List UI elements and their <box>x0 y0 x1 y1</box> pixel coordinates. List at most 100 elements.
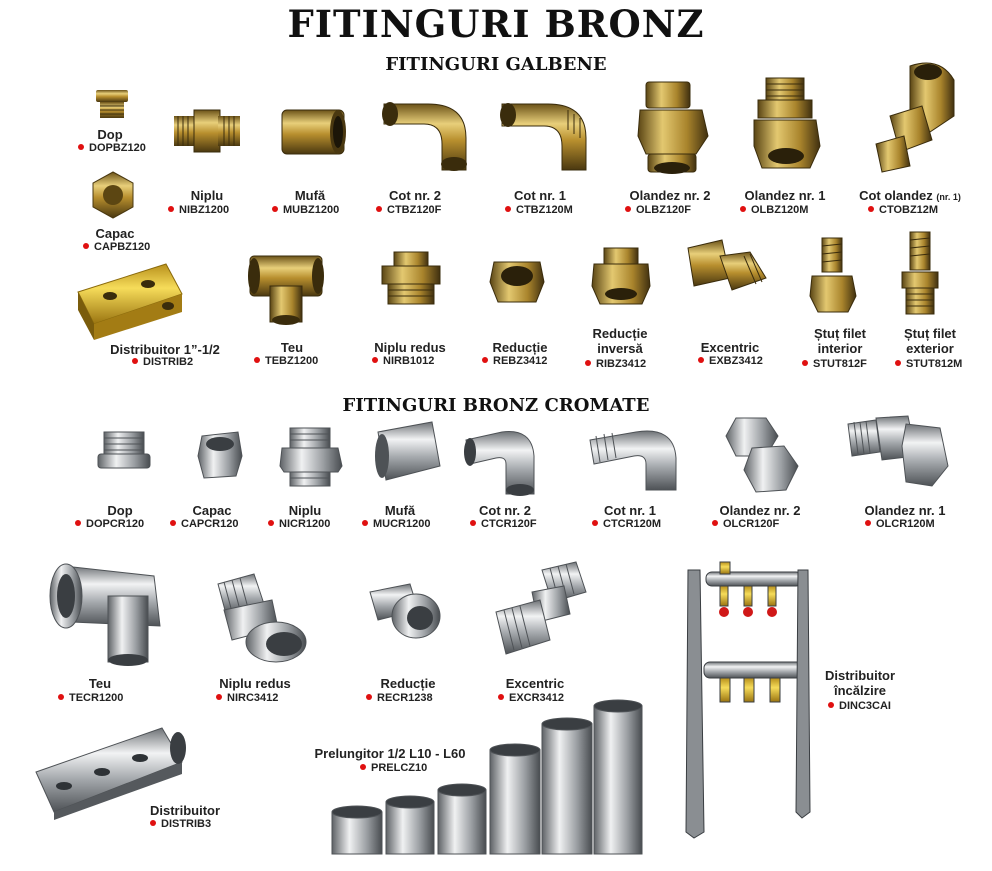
item-name-excentric-chrome: Excentric <box>505 676 565 691</box>
niplu-redus-brass-image <box>381 251 441 305</box>
niplu-chrome-image <box>279 427 343 487</box>
item-code-reductie-yellow: REBZ3412 <box>482 355 547 367</box>
item-code-dop-yellow: DOPBZ120 <box>78 142 146 154</box>
item-name-niplu-yellow: Niplu <box>190 188 224 203</box>
item-code-distribuitor-yellow: DISTRIB2 <box>132 356 193 368</box>
item-name-olandez2-yellow: Olandez nr. 2 <box>629 188 711 203</box>
distribuitor-brass-image <box>77 263 183 340</box>
item-code-capac-chrome: CAPCR120 <box>170 518 238 530</box>
item-name-dop-chrome: Dop <box>107 503 133 518</box>
item-code-niplu-chrome: NICR1200 <box>268 518 330 530</box>
item-code-olandez1-yellow: OLBZ120M <box>740 204 808 216</box>
item-name-teu-chrome: Teu <box>88 676 112 691</box>
section-title-yellow: FITINGURI GALBENE <box>385 54 607 75</box>
item-code-cot-olandez-yellow: CTOBZ12M <box>868 204 938 216</box>
item-name-reductie-yellow: Reducție <box>492 340 548 355</box>
dop-brass-image <box>96 90 128 118</box>
item-name-cot-olandez-yellow: Cot olandez (nr. 1) <box>859 188 961 203</box>
cot1-brass-image <box>500 103 587 171</box>
item-code-cot2-chrome: CTCR120F <box>470 518 537 530</box>
olandez2-chrome-image <box>725 417 799 493</box>
mufa-brass-image <box>281 109 346 155</box>
item-name-distribuitor-chrome: Distribuitor <box>149 803 221 818</box>
excentric-chrome-image <box>495 561 587 655</box>
reductie-inversa-brass-image <box>591 247 651 305</box>
item-code-excentric-chrome: EXCR3412 <box>498 692 564 704</box>
item-name-prelungitor-chrome: Prelungitor 1/2 L10 - L60 <box>314 746 466 761</box>
item-code-stut-exterior-yellow: STUT812M <box>895 358 962 370</box>
teu-chrome-image <box>49 563 161 666</box>
item-code-niplu-redus-chrome: NIRC3412 <box>216 692 278 704</box>
distribuitor-incalzire-image <box>685 561 811 839</box>
item-code-prelungitor-chrome: PRELCZ10 <box>360 762 427 774</box>
item-code-cot1-chrome: CTCR120M <box>592 518 661 530</box>
item-name-cot2-yellow: Cot nr. 2 <box>388 188 441 203</box>
item-code-mufa-chrome: MUCR1200 <box>362 518 430 530</box>
niplu-brass-image <box>174 109 240 153</box>
item-name-reductie-chrome: Reducție <box>380 676 436 691</box>
dop-chrome-image <box>97 431 151 469</box>
item-name-niplu-redus-chrome: Niplu redus <box>219 676 291 691</box>
cot-olandez-brass-image <box>875 62 955 173</box>
item-code-distribuitor-chrome: DISTRIB3 <box>150 818 211 830</box>
item-name-cot1-chrome: Cot nr. 1 <box>603 503 656 518</box>
item-code-distribuitor-incalzire: DINC3CAI <box>828 700 891 712</box>
item-name-cot1-yellow: Cot nr. 1 <box>513 188 566 203</box>
niplu-redus-chrome-image <box>217 573 307 663</box>
cot1-chrome-image <box>589 430 677 491</box>
item-name-excentric-yellow: Excentric <box>700 340 760 355</box>
item-code-olandez1-chrome: OLCR120M <box>865 518 935 530</box>
item-name-mufa-yellow: Mufă <box>294 188 326 203</box>
item-code-olandez2-yellow: OLBZ120F <box>625 204 691 216</box>
item-code-reductie-chrome: RECR1238 <box>366 692 433 704</box>
item-code-niplu-yellow: NIBZ1200 <box>168 204 229 216</box>
item-name-cot2-chrome: Cot nr. 2 <box>478 503 531 518</box>
item-name-dop-yellow: Dop <box>97 127 123 142</box>
item-code-cot2-yellow: CTBZ120F <box>376 204 441 216</box>
olandez1-brass-image <box>753 77 821 169</box>
mufa-chrome-image <box>375 421 441 481</box>
cot2-chrome-image <box>464 431 535 496</box>
item-code-capac-yellow: CAPBZ120 <box>83 241 150 253</box>
item-code-mufa-yellow: MUBZ1200 <box>272 204 339 216</box>
distribuitor-chrome-image <box>35 727 186 820</box>
item-name-niplu-chrome: Niplu <box>288 503 322 518</box>
section-title-chrome: FITINGURI BRONZ CROMATE <box>342 395 650 416</box>
item-code-stut-interior-yellow: STUT812F <box>802 358 867 370</box>
item-name-mufa-chrome: Mufă <box>384 503 416 518</box>
item-code-olandez2-chrome: OLCR120F <box>712 518 779 530</box>
teu-brass-image <box>248 255 324 325</box>
item-name-distribuitor-yellow: Distribuitor 1”-1/2 <box>110 342 220 357</box>
item-code-excentric-yellow: EXBZ3412 <box>698 355 763 367</box>
item-name-olandez1-yellow: Olandez nr. 1 <box>744 188 826 203</box>
excentric-brass-image <box>687 239 767 291</box>
stut-exterior-brass-image <box>901 231 939 315</box>
item-name-niplu-redus-yellow: Niplu redus <box>374 340 446 355</box>
olandez1-chrome-image <box>847 415 949 487</box>
item-note-cot-olandez: (nr. 1) <box>936 192 961 202</box>
item-code-cot1-yellow: CTBZ120M <box>505 204 573 216</box>
item-name-teu-yellow: Teu <box>280 340 304 355</box>
item-code-reductie-inversa-yellow: RIBZ3412 <box>585 358 646 370</box>
page-title: FITINGURI BRONZ <box>287 2 705 46</box>
item-name-olandez2-chrome: Olandez nr. 2 <box>719 503 801 518</box>
prelungitor-set-image <box>331 699 643 855</box>
olandez2-brass-image <box>637 81 709 174</box>
stut-interior-brass-image <box>809 237 857 313</box>
item-code-teu-chrome: TECR1200 <box>58 692 123 704</box>
item-name-capac-chrome: Capac <box>192 503 232 518</box>
reductie-brass-image <box>489 261 545 303</box>
capac-chrome-image <box>197 431 243 479</box>
item-code-teu-yellow: TEBZ1200 <box>254 355 318 367</box>
cot2-brass-image <box>382 102 467 171</box>
reductie-chrome-image <box>369 583 441 639</box>
capac-brass-image <box>92 171 134 219</box>
item-name-olandez1-chrome: Olandez nr. 1 <box>864 503 946 518</box>
item-code-niplu-redus-yellow: NIRB1012 <box>372 355 434 367</box>
item-name-capac-yellow: Capac <box>95 226 135 241</box>
item-code-dop-chrome: DOPCR120 <box>75 518 144 530</box>
